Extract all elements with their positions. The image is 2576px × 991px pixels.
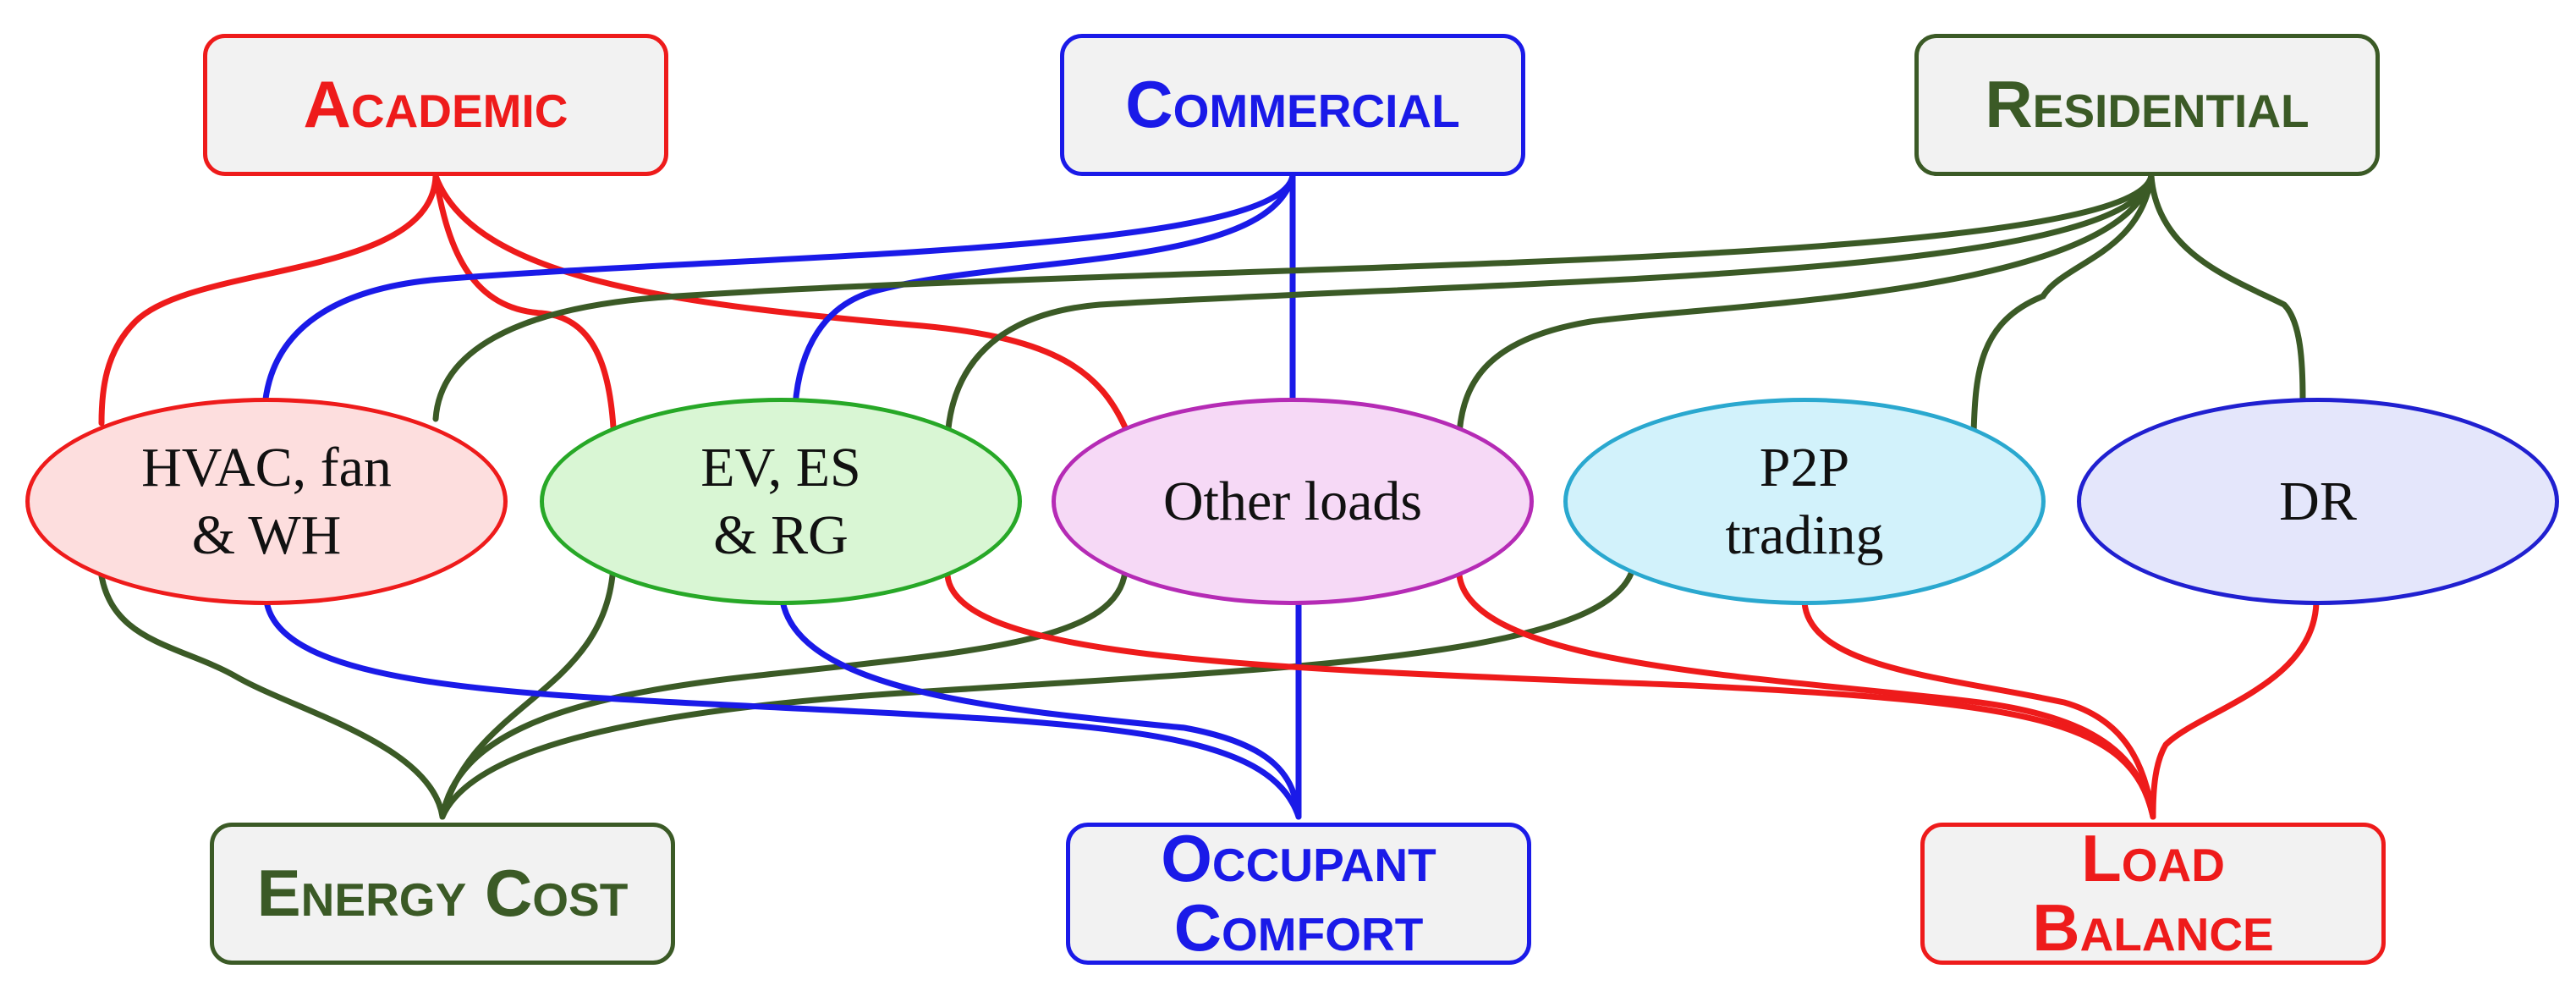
node-hvac: HVAC, fan & WH bbox=[25, 398, 508, 605]
source-residential-label: Residential bbox=[1985, 67, 2310, 142]
node-dr: DR bbox=[2077, 398, 2559, 605]
objective-comfort-line1: Occupant bbox=[1161, 821, 1436, 896]
source-commercial-box: Commercial bbox=[1060, 34, 1525, 176]
link-ev-energycost bbox=[439, 538, 617, 820]
node-other-label: Other loads bbox=[1162, 470, 1423, 532]
node-p2p-trading: P2P trading bbox=[1563, 398, 2046, 605]
link-residential-other bbox=[1456, 173, 2155, 437]
link-p2p-loadbalance bbox=[1801, 599, 2156, 820]
link-residential-p2p bbox=[1970, 173, 2155, 437]
node-other-loads: Other loads bbox=[1052, 398, 1534, 605]
node-ev: EV, ES & RG bbox=[540, 398, 1022, 605]
node-p2p-line1: P2P bbox=[1759, 437, 1850, 499]
link-residential-hvac bbox=[432, 173, 2155, 422]
link-commercial-hvac bbox=[261, 173, 1296, 410]
node-hvac-line1: HVAC, fan bbox=[141, 437, 392, 499]
source-academic-box: Academic bbox=[203, 34, 668, 176]
node-dr-label: DR bbox=[2279, 470, 2357, 532]
link-ev-loadbalance bbox=[944, 572, 2156, 820]
source-commercial-label: Commercial bbox=[1125, 67, 1460, 142]
objective-energy-cost-label: Energy Cost bbox=[256, 856, 629, 931]
objective-load-balance-line2: Balance bbox=[2032, 890, 2274, 965]
link-academic-other bbox=[432, 173, 1129, 431]
node-p2p-line2: trading bbox=[1725, 504, 1884, 566]
objective-load-balance-line1: Load bbox=[2081, 821, 2225, 896]
link-hvac-energycost bbox=[96, 559, 446, 820]
source-academic-label: Academic bbox=[303, 67, 568, 142]
node-ev-line2: & RG bbox=[713, 504, 849, 566]
link-ev-comfort bbox=[779, 597, 1302, 820]
link-academic-hvac bbox=[98, 173, 439, 427]
link-academic-ev bbox=[432, 173, 617, 431]
node-ev-line1: EV, ES bbox=[700, 437, 861, 499]
objective-load-balance-box: Load Balance bbox=[1920, 823, 2386, 965]
link-other-energycost bbox=[439, 568, 1129, 820]
objective-comfort-line2: Comfort bbox=[1173, 890, 1424, 965]
link-commercial-ev bbox=[792, 173, 1296, 410]
link-residential-dr bbox=[2148, 173, 2306, 403]
link-p2p-energycost bbox=[439, 565, 1636, 820]
source-residential-box: Residential bbox=[1914, 34, 2380, 176]
link-other-loadbalance bbox=[1456, 572, 2156, 820]
link-hvac-comfort bbox=[263, 597, 1302, 820]
objective-energy-cost-box: Energy Cost bbox=[210, 823, 675, 965]
node-hvac-line2: & WH bbox=[191, 504, 342, 566]
link-dr-loadbalance bbox=[2150, 599, 2320, 820]
link-residential-ev bbox=[944, 173, 2155, 442]
objective-occupant-comfort-box: Occupant Comfort bbox=[1066, 823, 1531, 965]
